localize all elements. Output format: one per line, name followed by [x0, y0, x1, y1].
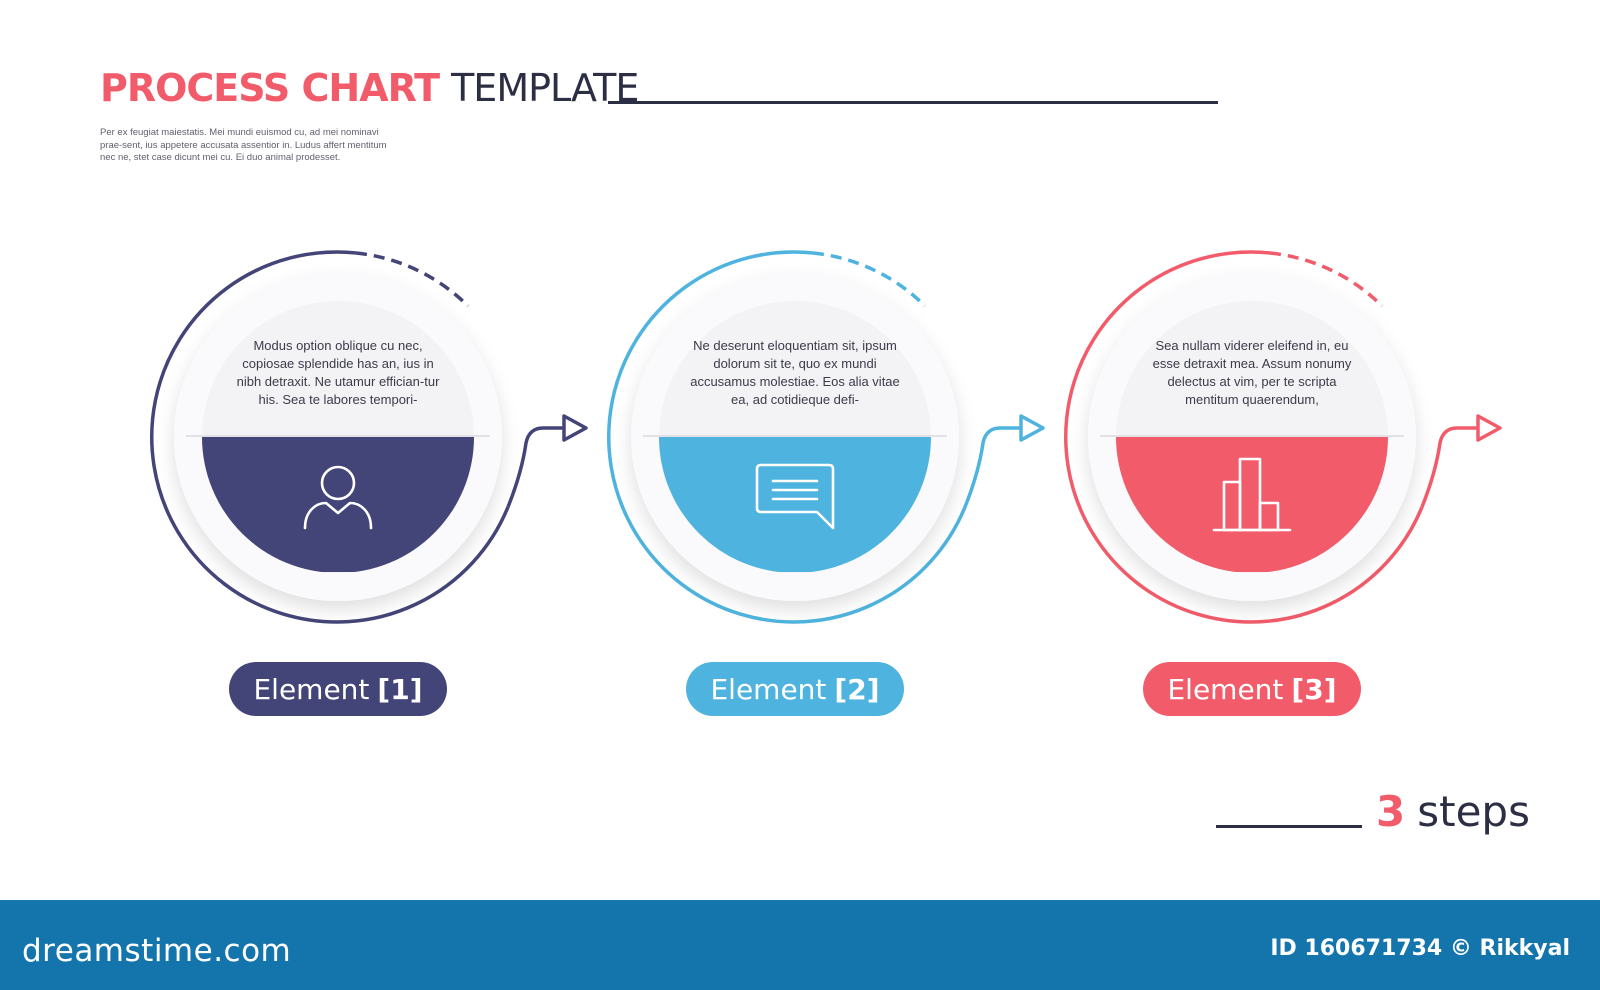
- connector-line: [1420, 426, 1478, 508]
- step-3-label: Element [3]: [1143, 662, 1361, 716]
- step-2: [607, 250, 1045, 624]
- step-3-text: Sea nullam viderer eleifend in, eu esse …: [1152, 338, 1352, 407]
- arrow-icon: [562, 414, 588, 442]
- step-2-label-text: Element: [710, 672, 827, 706]
- step-3: [1064, 250, 1502, 624]
- connector-line: [963, 426, 1021, 508]
- step-1-number: [1]: [377, 672, 423, 706]
- title-bold: PROCESS CHART: [100, 66, 440, 110]
- outer-ring: [607, 250, 967, 624]
- steps-summary: 3 steps: [1216, 786, 1530, 836]
- arrow-icon: [1019, 414, 1045, 442]
- step-1-label: Element [1]: [229, 662, 447, 716]
- step-2-text: Ne deserunt eloquentiam sit, ipsum dolor…: [690, 338, 900, 407]
- dashed-arc: [812, 251, 927, 308]
- step-1: [150, 250, 588, 624]
- step-3-number: [3]: [1291, 672, 1337, 706]
- step-3-label-text: Element: [1167, 672, 1284, 706]
- dashed-arc: [355, 251, 470, 308]
- title-light: TEMPLATE: [451, 66, 639, 110]
- title-underline: [608, 101, 1218, 104]
- outer-ring: [1064, 250, 1424, 624]
- steps-count: 3: [1376, 787, 1406, 836]
- step-2-number: [2]: [834, 672, 880, 706]
- intro-text: Per ex feugiat maiestatis. Mei mundi eui…: [100, 127, 387, 163]
- step-1-label-text: Element: [253, 672, 370, 706]
- arrow-icon: [1476, 414, 1502, 442]
- step-1-text: Modus option oblique cu nec, copiosae sp…: [236, 338, 440, 407]
- footer-credit: ID 160671734 © Rikkyal: [1270, 936, 1570, 961]
- footer-bar: dreamstime.com ID 160671734 © Rikkyal: [0, 900, 1600, 990]
- footer-brand: dreamstime.com: [22, 933, 292, 969]
- steps-underline: [1216, 825, 1362, 828]
- connector-line: [506, 426, 564, 508]
- steps-label: steps: [1417, 787, 1530, 836]
- page-title: PROCESS CHART TEMPLATE: [100, 66, 639, 110]
- step-2-label: Element [2]: [686, 662, 904, 716]
- outer-ring: [150, 250, 510, 624]
- buildings-icon: [1212, 457, 1292, 532]
- user-icon: [303, 465, 373, 530]
- dashed-arc: [1269, 251, 1384, 308]
- chat-icon: [755, 463, 835, 530]
